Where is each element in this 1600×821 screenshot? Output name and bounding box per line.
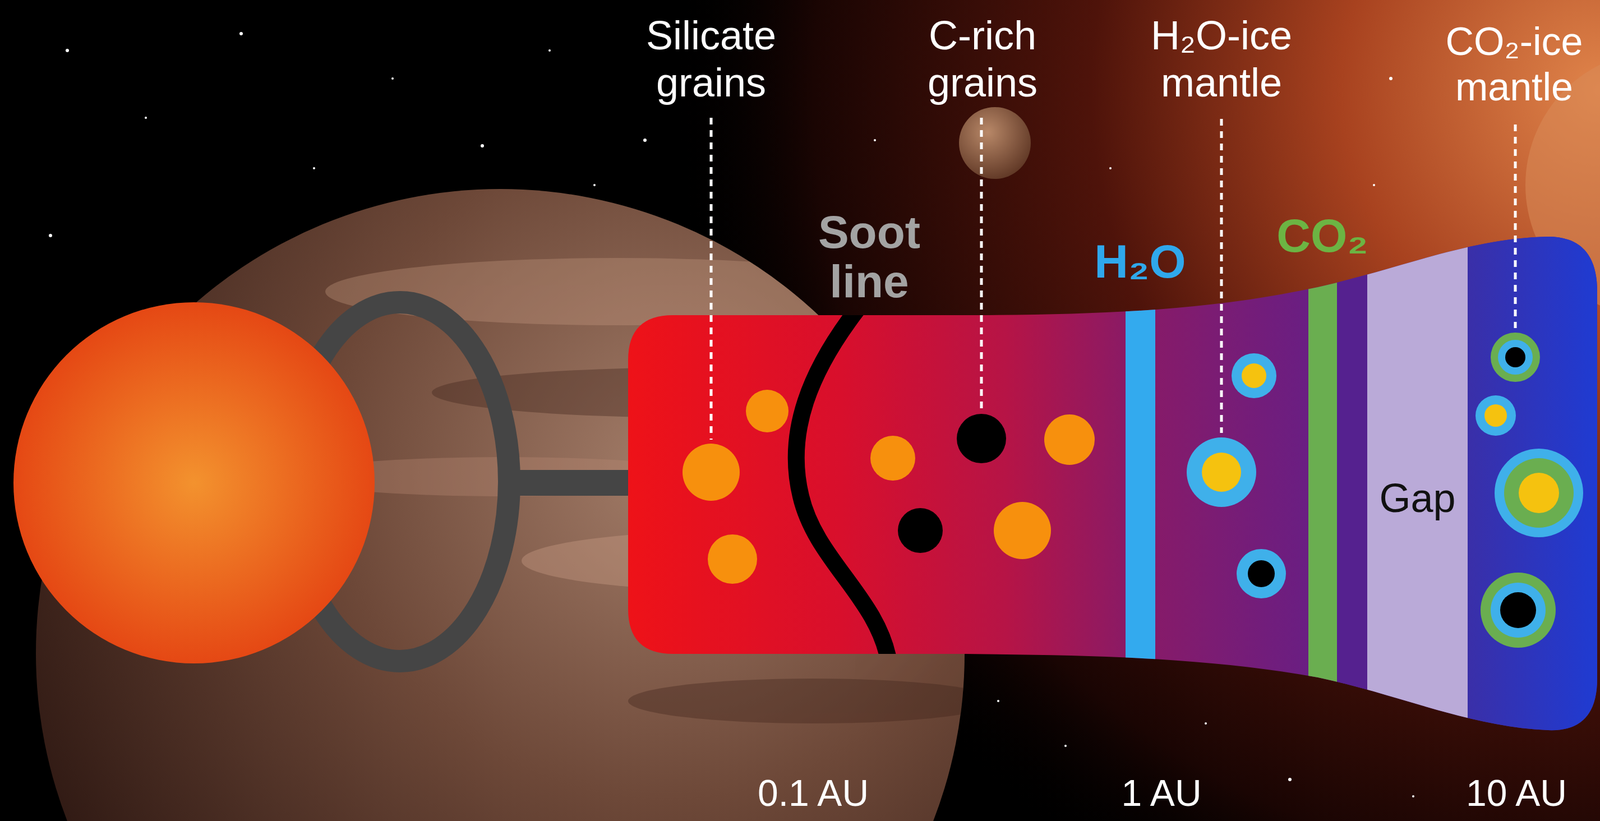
co2-grain-mid: [1497, 339, 1533, 375]
disk: [628, 213, 1600, 746]
disk-band: CO₂: [1266, 208, 1379, 680]
ice-grain: [1475, 395, 1516, 436]
star: [312, 167, 316, 170]
ice-grain: [1186, 437, 1257, 507]
label: CO₂-ice mantle: [1432, 19, 1596, 110]
star: [1109, 167, 1112, 170]
leader-line: [709, 117, 713, 440]
co2-grain: [1494, 448, 1584, 538]
star: [480, 144, 484, 148]
label: C-rich grains: [898, 12, 1067, 106]
star: [1288, 777, 1292, 782]
silicate-grain: [682, 443, 740, 501]
leader-line: [1514, 124, 1517, 329]
ice-grain-core: [1241, 363, 1267, 389]
silicate-grain: [745, 389, 789, 433]
star: [1204, 722, 1207, 725]
star: [1372, 183, 1376, 187]
carbon-grain: [897, 508, 943, 553]
band-label: Soot line: [785, 207, 954, 307]
grains: [682, 332, 1584, 648]
disk-band: Gap: [1367, 246, 1468, 730]
moon: [958, 107, 1031, 179]
ice-grain-core: [1201, 452, 1242, 492]
silicate-grain: [870, 435, 916, 481]
band-label: H₂O: [1084, 234, 1197, 289]
silicate-grain: [707, 534, 758, 584]
co2-grain-mid: [1504, 458, 1574, 528]
star: [144, 116, 147, 119]
gap-band: [1367, 213, 1468, 746]
purple-band: [1336, 213, 1368, 746]
band-label: CO₂: [1266, 208, 1379, 263]
star: [1412, 795, 1415, 798]
label: 1 AU: [1077, 771, 1246, 815]
label: 10 AU: [1437, 771, 1595, 815]
ice-grain: [1231, 353, 1277, 399]
co2-grain-core: [1500, 592, 1537, 629]
co2-grain-core: [1518, 472, 1560, 514]
star: [391, 77, 394, 80]
silicate-grain: [1044, 414, 1095, 465]
label: H₂O-ice mantle: [1128, 12, 1314, 106]
leader-line: [980, 117, 984, 410]
ice-grain-core: [1484, 404, 1507, 427]
co2-grain-core: [1505, 347, 1526, 368]
label: 0.1 AU: [729, 771, 898, 815]
star: [593, 183, 596, 187]
leader-line: [1220, 118, 1224, 433]
band-label: Gap: [1367, 474, 1468, 522]
co2-grain: [1490, 332, 1540, 382]
carbon-grain: [956, 413, 1007, 464]
h2o-band: [1125, 213, 1156, 746]
star: [239, 31, 243, 36]
star: [1389, 76, 1393, 81]
star: [48, 233, 53, 238]
planet-band: [628, 678, 999, 724]
star-sun: [13, 302, 375, 664]
star: [65, 48, 69, 53]
star: [548, 49, 551, 52]
ring-connector: [499, 469, 637, 496]
co2-grain-mid: [1490, 582, 1546, 638]
silicate-grain: [993, 501, 1051, 560]
co2-grain: [1480, 572, 1556, 648]
label: Silicate grains: [626, 12, 796, 106]
ice-grain-core: [1247, 560, 1275, 588]
disk-band: H₂O: [1084, 234, 1197, 661]
leader-lines: [711, 117, 1516, 440]
disk-band: Soot line: [785, 207, 954, 662]
ice-grain: [1236, 549, 1286, 599]
star: [873, 139, 876, 142]
outer-band: [1467, 213, 1600, 746]
star: [997, 699, 1000, 703]
star: [1064, 744, 1067, 748]
disk-bands: [796, 213, 1600, 746]
star: [643, 138, 647, 142]
co2-band: [1308, 213, 1337, 746]
soot-line: [796, 308, 889, 662]
